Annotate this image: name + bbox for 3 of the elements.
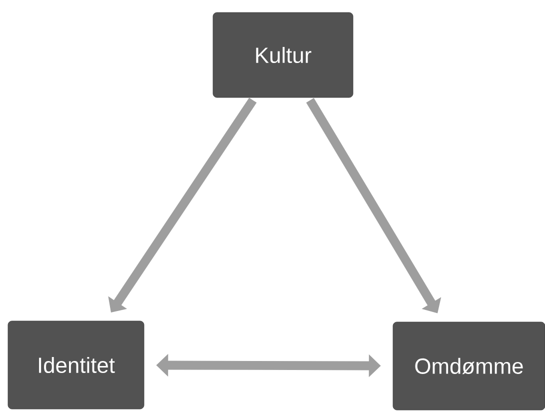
process-box: Omdømme [392,322,545,410]
process-box: Identitet [8,320,144,410]
process-box: Kultur [212,12,354,98]
